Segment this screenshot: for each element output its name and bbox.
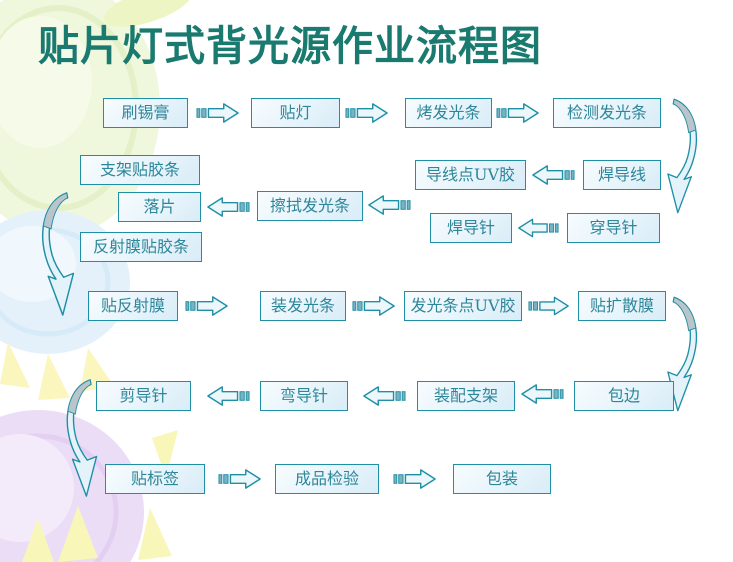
flow-arrow-right-icon xyxy=(528,294,570,318)
step-attach-label: 贴标签 xyxy=(105,464,205,494)
step-packing: 包装 xyxy=(453,464,551,494)
flow-arrow-right-icon xyxy=(496,101,540,125)
flow-arrow-right-icon xyxy=(393,467,437,491)
step-attach-diffuser: 贴扩散膜 xyxy=(578,291,666,321)
step-inspect-light-strip: 检测发光条 xyxy=(553,98,661,128)
step-final-inspection: 成品检验 xyxy=(275,464,379,494)
curved-connector-icon xyxy=(56,378,102,498)
curved-connector-icon xyxy=(34,191,76,317)
step-strip-uv-glue: 发光条点UV胶 xyxy=(404,291,522,321)
step-install-light-strip: 装发光条 xyxy=(260,291,346,321)
flow-arrow-right-icon xyxy=(185,294,229,318)
step-wire-uv-glue: 导线点UV胶 xyxy=(415,160,526,190)
step-solder-wire: 焊导线 xyxy=(583,160,661,190)
step-frame-tape: 支架贴胶条 xyxy=(80,155,200,185)
step-solder-pin: 焊导针 xyxy=(430,213,512,243)
step-cut-pin: 剪导针 xyxy=(96,381,191,411)
step-attach-reflector: 贴反射膜 xyxy=(88,291,178,321)
step-bake-light-strip: 烤发光条 xyxy=(405,98,492,128)
flow-arrow-left-icon xyxy=(367,193,411,217)
flow-arrow-left-icon xyxy=(531,163,575,187)
flow-arrow-right-icon xyxy=(218,467,262,491)
flow-arrow-right-icon xyxy=(196,101,240,125)
step-assemble-frame: 装配支架 xyxy=(417,381,515,411)
page-title: 贴片灯式背光源作业流程图 xyxy=(38,22,542,70)
flow-arrow-left-icon xyxy=(206,384,250,408)
flow-arrow-right-icon xyxy=(345,101,389,125)
step-edge-wrap: 包边 xyxy=(574,381,674,411)
flow-arrow-left-icon xyxy=(362,384,406,408)
step-brush-solder-paste: 刷锡膏 xyxy=(103,98,188,128)
flow-arrow-right-icon xyxy=(352,294,396,318)
step-drop-piece: 落片 xyxy=(118,192,201,222)
flow-arrow-left-icon xyxy=(517,216,559,240)
step-attach-lamp: 贴灯 xyxy=(251,98,340,128)
step-wipe-light-strip: 擦拭发光条 xyxy=(257,191,363,221)
step-bend-pin: 弯导针 xyxy=(260,381,348,411)
flow-arrow-left-icon xyxy=(520,382,564,406)
step-reflector-tape: 反射膜贴胶条 xyxy=(80,232,202,262)
step-thread-pin: 穿导针 xyxy=(567,213,660,243)
flow-arrow-left-icon xyxy=(206,195,250,219)
curved-connector-icon xyxy=(667,93,703,219)
